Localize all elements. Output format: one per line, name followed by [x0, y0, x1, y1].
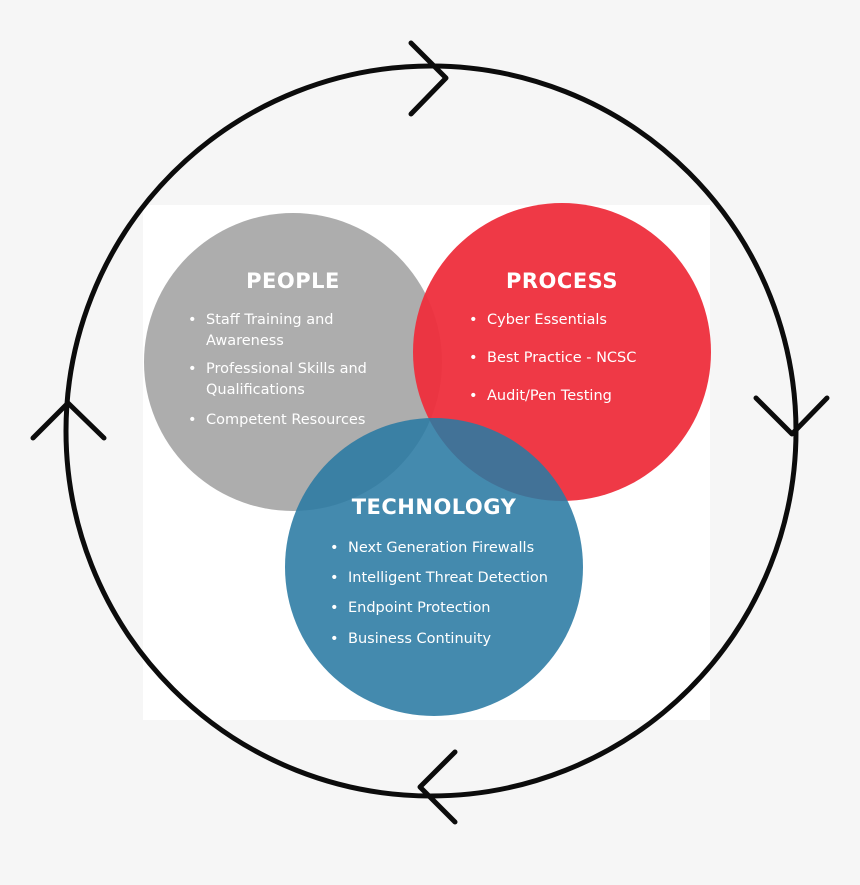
cycle-arrow-top-icon	[408, 40, 449, 117]
process-item: Cyber Essentials	[469, 310, 687, 331]
technology-item: Next Generation Firewalls	[330, 538, 573, 559]
people-title: PEOPLE	[246, 269, 340, 293]
technology-title: TECHNOLOGY	[351, 495, 517, 519]
cycle-arrow-left-icon	[30, 400, 107, 441]
technology-item: Intelligent Threat Detection	[330, 568, 583, 589]
process-item: Best Practice - NCSC	[469, 348, 697, 369]
process-title: PROCESS	[506, 269, 618, 293]
process-item: Audit/Pen Testing	[469, 386, 687, 407]
technology-item: Endpoint Protection	[330, 598, 573, 619]
technology-circle	[285, 418, 583, 716]
people-item: Competent Resources	[188, 410, 421, 431]
technology-item: Business Continuity	[330, 629, 573, 650]
people-item: Professional Skills and Qualifications	[188, 359, 396, 401]
people-item: Staff Training and Awareness	[188, 310, 381, 352]
cycle-arrow-right-icon	[753, 395, 830, 437]
cycle-arrow-bottom-icon	[417, 749, 458, 825]
